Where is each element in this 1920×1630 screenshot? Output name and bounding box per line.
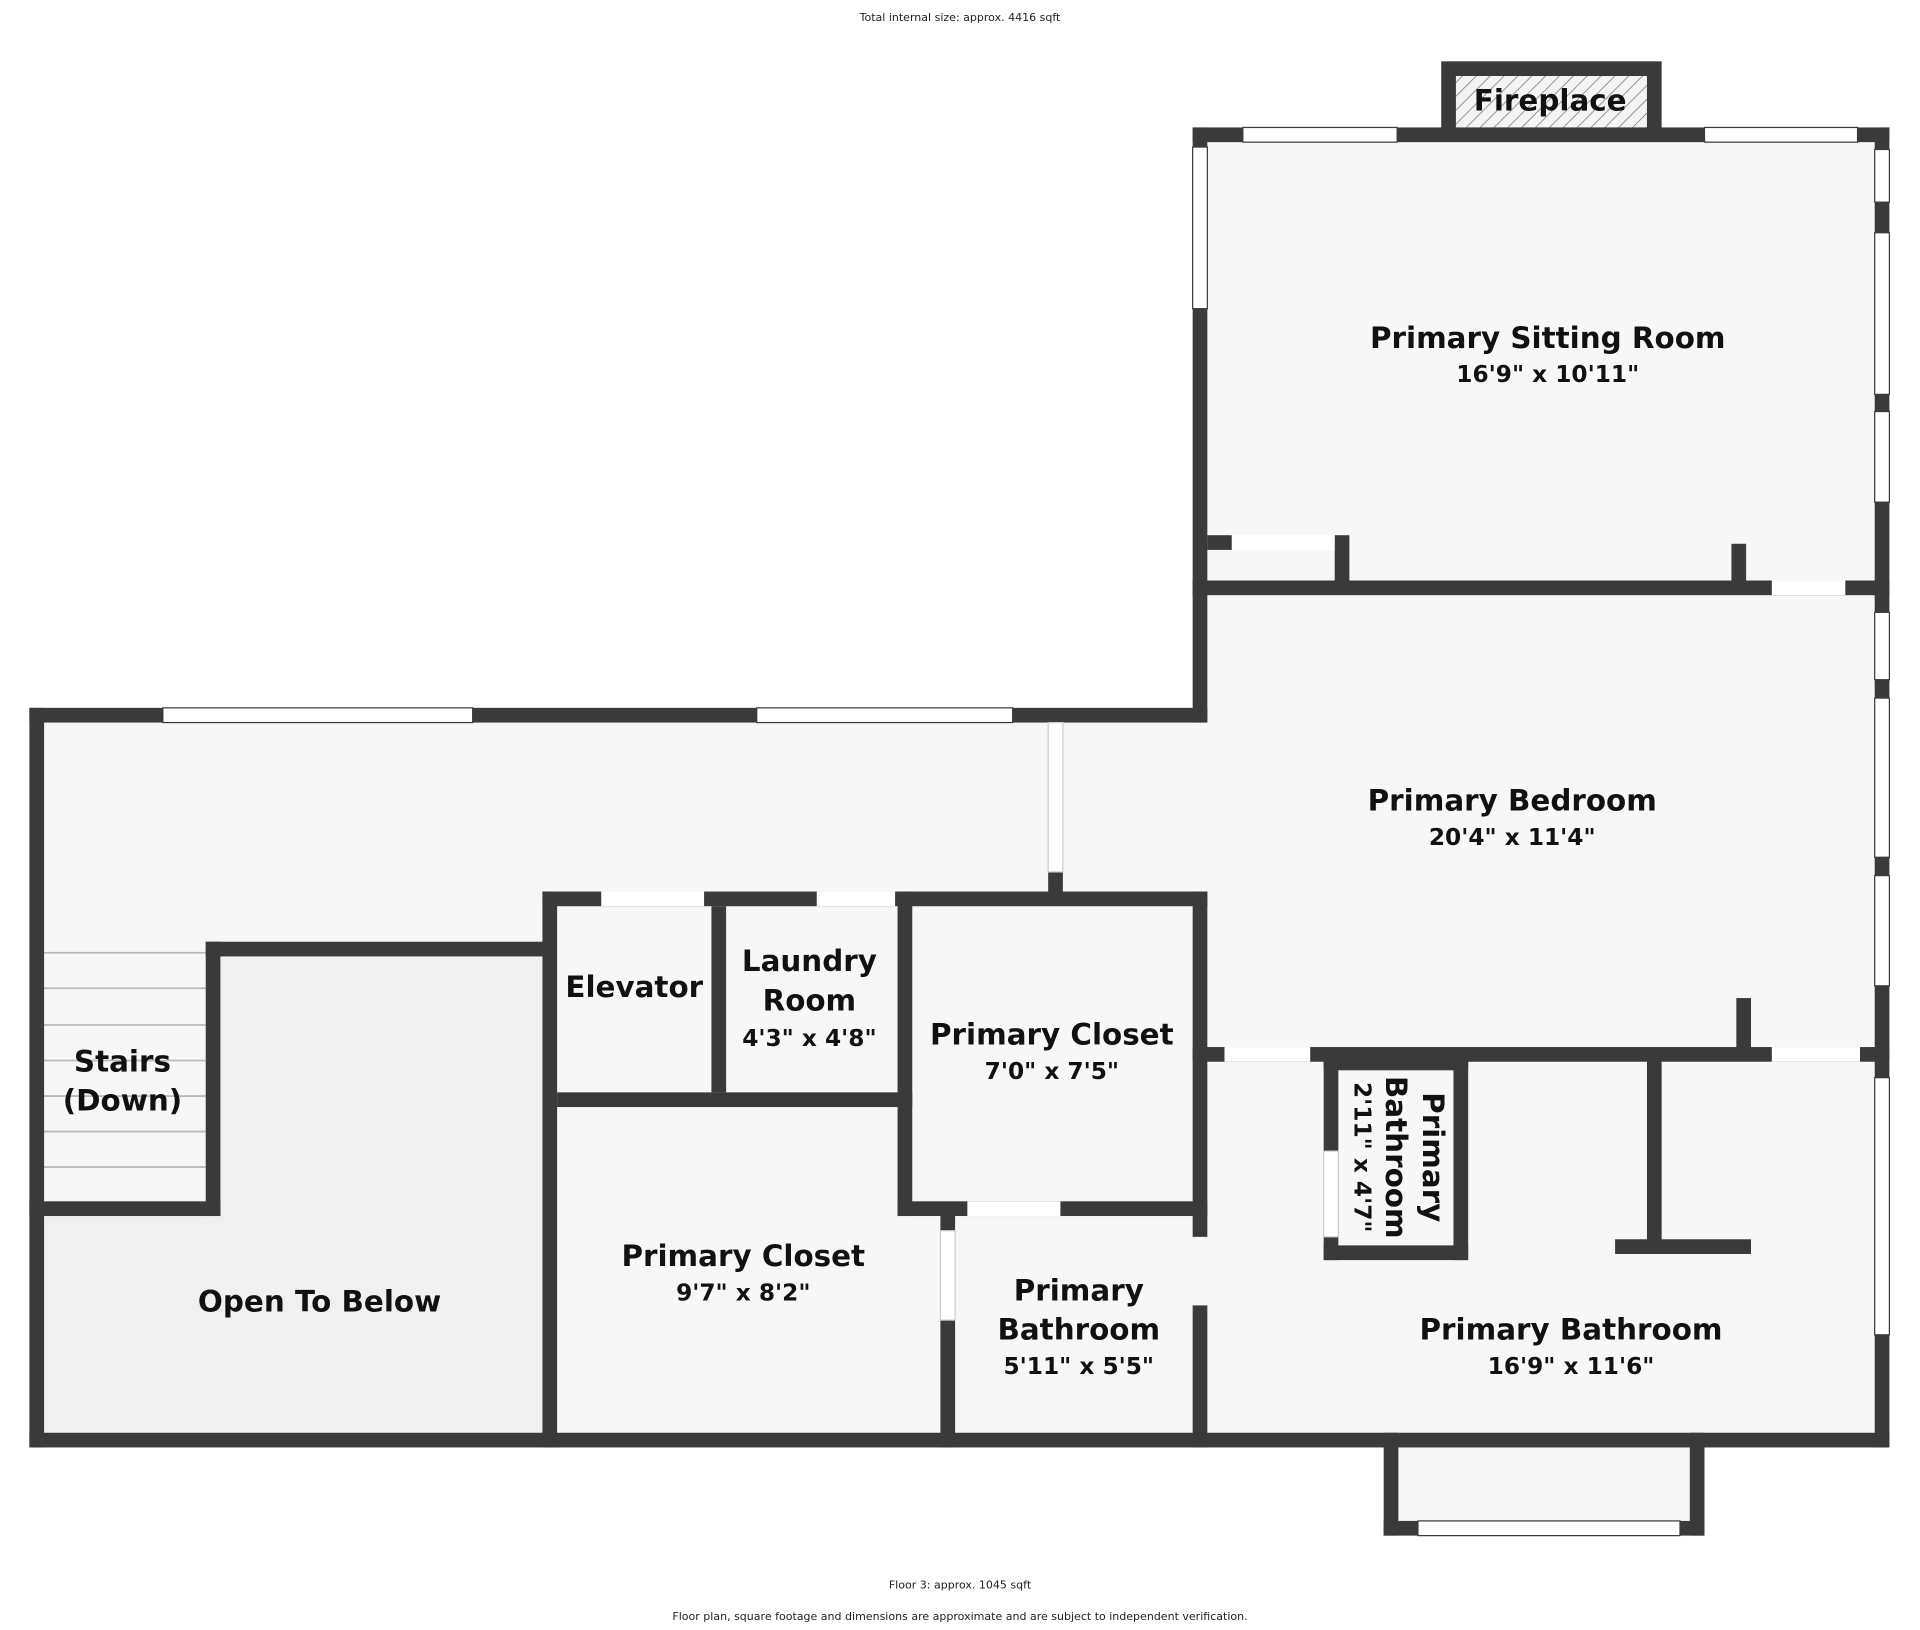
bath-tiny-dim: 2'11" x 4'7"	[1348, 1082, 1375, 1233]
bath-tiny-name-2: Bathroom	[1379, 1076, 1413, 1239]
sitting-room-name: Primary Sitting Room	[1370, 321, 1726, 355]
room-fills	[36, 134, 1883, 1529]
laundry-name-2: Room	[763, 983, 857, 1017]
bedroom-dim: 20'4" x 11'4"	[1429, 824, 1596, 851]
bath-main-name: Primary Bathroom	[1420, 1313, 1723, 1347]
open-to-below-area	[213, 949, 550, 1441]
total-size-text: Total internal size: approx. 4416 sqft	[859, 11, 1061, 24]
laundry-dim: 4'3" x 4'8"	[742, 1025, 876, 1052]
bath-tiny-label: Primary Bathroom 2'11" x 4'7"	[1348, 1076, 1450, 1239]
door-openings	[601, 535, 1860, 1321]
closet-1-name: Primary Closet	[930, 1018, 1174, 1052]
bedroom-name: Primary Bedroom	[1368, 784, 1657, 818]
bath-tiny-name-1: Primary	[1416, 1092, 1450, 1222]
stairs-name-1: Stairs	[74, 1045, 171, 1079]
elevator-name: Elevator	[565, 970, 703, 1004]
windows	[162, 126, 1890, 1537]
bath-main-dim: 16'9" x 11'6"	[1488, 1353, 1655, 1380]
floor-size-text: Floor 3: approx. 1045 sqft	[889, 1578, 1032, 1591]
closet-2-name: Primary Closet	[621, 1239, 865, 1273]
stairs-name-2: (Down)	[63, 1084, 182, 1118]
open-below-name: Open To Below	[198, 1285, 441, 1319]
closet-2-dim: 9'7" x 8'2"	[676, 1280, 810, 1307]
bath-small-name-1: Primary	[1014, 1274, 1144, 1308]
disclaimer-text: Floor plan, square footage and dimension…	[672, 1610, 1247, 1623]
bath-small-name-2: Bathroom	[997, 1313, 1160, 1347]
stairs-treads	[44, 951, 206, 1168]
bath-small-dim: 5'11" x 5'5"	[1004, 1353, 1155, 1380]
fireplace-label: Fireplace	[1474, 83, 1627, 117]
sitting-room-dim: 16'9" x 10'11"	[1456, 361, 1639, 388]
laundry-name-1: Laundry	[742, 944, 877, 978]
fireplace	[1441, 61, 1662, 135]
closet-1-dim: 7'0" x 7'5"	[985, 1058, 1119, 1085]
